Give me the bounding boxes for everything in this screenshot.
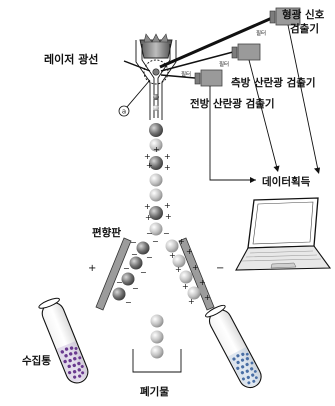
svg-text:−: − bbox=[152, 237, 159, 246]
filter-side bbox=[231, 46, 238, 59]
svg-text:+: + bbox=[182, 282, 189, 291]
laser-label: 레이저 광선 bbox=[44, 52, 98, 66]
svg-text:+: + bbox=[144, 152, 151, 161]
svg-text:+: + bbox=[192, 263, 199, 272]
filter-label-1: 필터 bbox=[256, 29, 266, 37]
signal-lines bbox=[209, 24, 320, 183]
svg-text:+: + bbox=[175, 265, 182, 274]
svg-text:+: + bbox=[164, 152, 171, 161]
data-acquisition-label: 데이터획득 bbox=[262, 175, 311, 188]
deflector-label: 편향판 bbox=[92, 226, 121, 239]
svg-text:+: + bbox=[145, 213, 152, 222]
svg-text:−: − bbox=[140, 268, 147, 277]
svg-text:+: + bbox=[88, 263, 96, 274]
waste-label: 폐기물 bbox=[140, 385, 169, 398]
left-plate bbox=[95, 237, 132, 311]
svg-text:−: − bbox=[146, 253, 153, 262]
svg-text:+: + bbox=[186, 247, 193, 256]
left-deflected-cells: − − − − − − − − bbox=[112, 238, 153, 307]
svg-text:−: − bbox=[216, 263, 224, 274]
side-scatter-detector: 필터 측방 산란광 검출기 bbox=[219, 43, 316, 89]
svg-text:−: − bbox=[125, 298, 132, 307]
svg-text:−: − bbox=[131, 250, 138, 259]
fluorescence-label-2: 검출기 bbox=[290, 22, 319, 35]
filter-label-3: 필터 bbox=[181, 70, 191, 78]
filter-fluorescence bbox=[269, 10, 276, 24]
fluorescence-detector: 필터 형광 신호 검출기 bbox=[256, 7, 325, 37]
forward-scatter-detector: 필터 전방 산란광 검출기 bbox=[181, 69, 275, 110]
deflection-plates: + − 편향판 bbox=[88, 226, 224, 311]
svg-text:+: + bbox=[153, 145, 160, 154]
forward-scatter-label: 전방 산란광 검출기 bbox=[190, 97, 275, 110]
svg-text:−: − bbox=[123, 264, 130, 273]
point-a-label: a bbox=[122, 108, 126, 116]
svg-text:+: + bbox=[199, 278, 206, 287]
laser-beam: 레이저 광선 bbox=[44, 52, 151, 72]
filter-label-2: 필터 bbox=[219, 60, 229, 68]
svg-text:+: + bbox=[204, 293, 211, 302]
droplet-stream bbox=[149, 123, 164, 359]
collection-tube-left bbox=[38, 297, 89, 384]
svg-text:+: + bbox=[165, 212, 172, 221]
light-paths bbox=[159, 16, 273, 79]
right-plate bbox=[178, 237, 215, 311]
laptop-icon bbox=[235, 197, 332, 271]
point-a-marker: a bbox=[118, 79, 151, 117]
right-deflected-cells: + + + + + + + + + bbox=[165, 237, 211, 306]
collection-tube-right bbox=[205, 304, 262, 389]
svg-text:+: + bbox=[169, 251, 176, 260]
collection-label: 수집통 bbox=[22, 355, 51, 367]
flow-chamber bbox=[135, 33, 177, 120]
svg-text:+: + bbox=[146, 161, 153, 170]
stream-charges: + + + + + + + + + − − − bbox=[144, 145, 172, 246]
side-scatter-label: 측방 산란광 검출기 bbox=[231, 76, 316, 89]
svg-text:+: + bbox=[164, 163, 171, 172]
svg-text:+: + bbox=[178, 237, 185, 246]
svg-text:+: + bbox=[188, 297, 195, 306]
svg-text:+: + bbox=[144, 202, 151, 211]
waste-container: 폐기물 bbox=[132, 349, 182, 398]
filter-forward bbox=[194, 72, 201, 85]
svg-text:−: − bbox=[132, 284, 139, 293]
svg-text:+: + bbox=[164, 201, 171, 210]
svg-text:−: − bbox=[130, 238, 137, 247]
svg-text:−: − bbox=[116, 278, 123, 287]
svg-text:−: − bbox=[163, 229, 170, 238]
fluorescence-label-1: 형광 신호 bbox=[282, 8, 325, 21]
svg-text:−: − bbox=[146, 229, 153, 238]
